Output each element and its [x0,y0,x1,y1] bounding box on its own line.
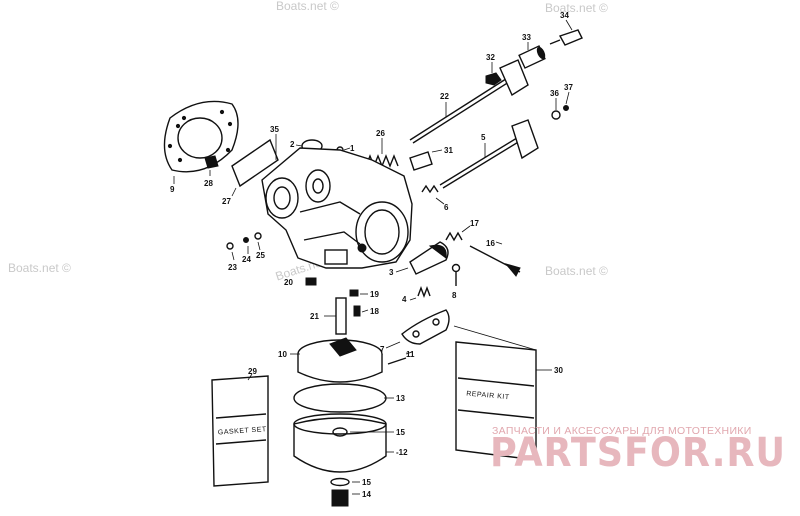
part-18-19-jet [349,289,369,317]
part-6-spring [421,184,445,205]
callout-2: 2 [290,140,295,149]
watermark-left: Boats.net © [8,261,71,275]
part-36-37-clip [551,91,570,120]
callout-15a: 15 [396,428,405,437]
part-21-emulsion-tube [324,297,347,335]
part-11-pin [387,351,413,365]
callout-35: 35 [270,125,279,134]
callout-25: 25 [256,251,265,260]
part-33-bushing [518,42,546,69]
watermark-right: Boats.net © [545,264,608,278]
callout-23: 23 [228,263,237,272]
gasket-set-card: GASKET SET [211,373,269,487]
repair-kit-label: REPAIR KIT [466,390,510,401]
part-27-plate [231,138,279,197]
repair-kit-card: REPAIR KIT [453,325,552,461]
callout-6: 6 [444,203,449,212]
brand-tagline: ЗАПЧАСТИ И АКСЕССУАРЫ ДЛЯ МОТОТЕХНИКИ [492,425,752,437]
callout-8: 8 [452,291,457,300]
part-7-plate [385,309,450,349]
part-28-nut [204,155,219,176]
callout-18: 18 [370,307,379,316]
carburetor-body [261,147,413,269]
callout-17: 17 [470,219,479,228]
part-17-spring [445,225,471,242]
callout-16: 16 [486,239,495,248]
callout-13: 13 [396,394,405,403]
callout-7: 7 [380,345,385,354]
callout-29: 29 [248,367,257,376]
part-22-throttle-shaft [409,59,529,144]
callout-14: 14 [362,490,371,499]
part-12-float-bowl [293,413,394,473]
callout-32: 32 [486,53,495,62]
part-20-screw [305,277,317,286]
part-9-flange-gasket [163,100,239,184]
callout-15b: 15 [362,478,371,487]
callout-12: -12 [396,448,408,457]
part-13-bowl-gasket [293,383,394,413]
callout-24: 24 [242,255,251,264]
gasket-set-label: GASKET SET [218,426,267,436]
part-23-24-25-fasteners [226,232,262,261]
callout-33: 33 [522,33,531,42]
callout-4: 4 [402,295,407,304]
callout-36: 36 [550,89,559,98]
part-32-nut [485,62,502,86]
watermark-top-right: Boats.net © [545,1,608,15]
callout-1: 1 [350,144,355,153]
part-16-needle [469,241,521,277]
part-4-spring [409,286,431,301]
part-5-choke-shaft [439,119,539,189]
callout-31: 31 [444,146,453,155]
callout-5: 5 [481,133,486,142]
callout-34: 34 [560,11,569,20]
callout-26: 26 [376,129,385,138]
part-3-choke-lever [395,241,449,275]
part-31-screw [409,149,443,171]
callout-27: 27 [222,197,231,206]
part-14-15-drain-plug [330,477,360,507]
brand-logo: PARTSFOR.RU [490,430,786,476]
callout-10: 10 [278,350,287,359]
callout-3: 3 [389,268,394,277]
part-8-screw [451,263,461,286]
callout-9: 9 [170,185,175,194]
part-10-float [290,337,383,383]
callout-11: 11 [406,350,415,359]
callout-20: 20 [284,278,293,287]
callout-30: 30 [554,366,563,375]
callout-28: 28 [204,179,213,188]
watermark-top: Boats.net © [276,0,339,13]
callout-22: 22 [440,92,449,101]
part-34-screw [549,19,583,46]
callout-21: 21 [310,312,319,321]
callout-37: 37 [564,83,573,92]
callout-19: 19 [370,290,379,299]
